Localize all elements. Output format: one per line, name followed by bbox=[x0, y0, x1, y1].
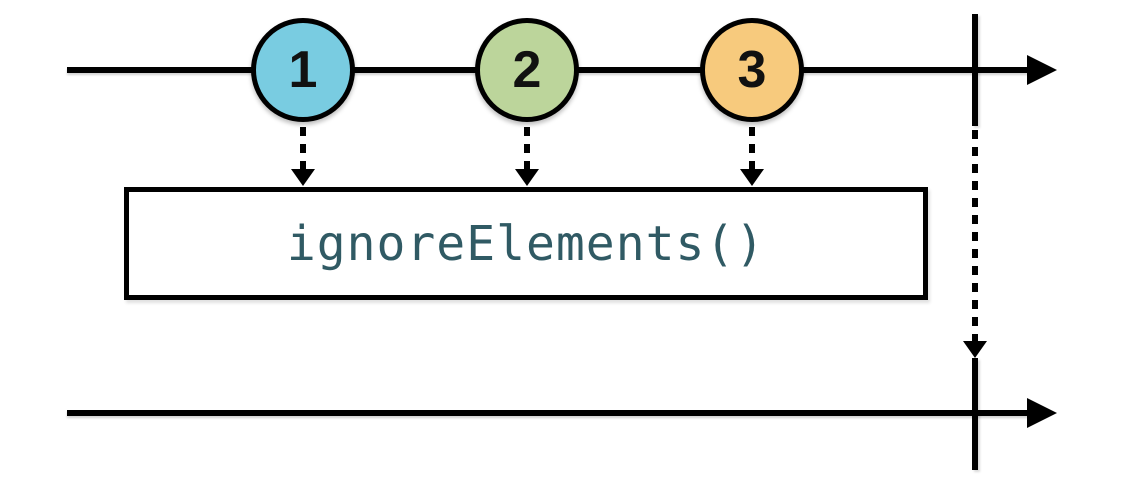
operator-box: ignoreElements() bbox=[124, 187, 928, 300]
output-complete-mark bbox=[972, 358, 978, 470]
marble-2-down-arrowhead-icon bbox=[515, 169, 539, 186]
operator-label: ignoreElements() bbox=[286, 215, 766, 272]
marble-1-dashed-connector bbox=[300, 127, 306, 171]
marble-1-label: 1 bbox=[288, 41, 318, 99]
completion-dashed-connector bbox=[972, 130, 978, 342]
output-timeline-line bbox=[67, 410, 1029, 416]
marble-3-down-arrowhead-icon bbox=[740, 169, 764, 186]
output-timeline-arrowhead-icon bbox=[1027, 398, 1057, 428]
marble-1: 1 bbox=[251, 18, 355, 122]
marble-3-label: 3 bbox=[737, 41, 767, 99]
marble-3: 3 bbox=[700, 18, 804, 122]
marble-1-down-arrowhead-icon bbox=[291, 169, 315, 186]
source-complete-mark bbox=[972, 14, 978, 126]
marble-2-label: 2 bbox=[512, 41, 542, 99]
completion-down-arrowhead-icon bbox=[963, 341, 987, 358]
source-timeline-arrowhead-icon bbox=[1027, 55, 1057, 85]
marble-2-dashed-connector bbox=[524, 127, 530, 171]
marble-3-dashed-connector bbox=[749, 127, 755, 171]
marble-2: 2 bbox=[475, 18, 579, 122]
